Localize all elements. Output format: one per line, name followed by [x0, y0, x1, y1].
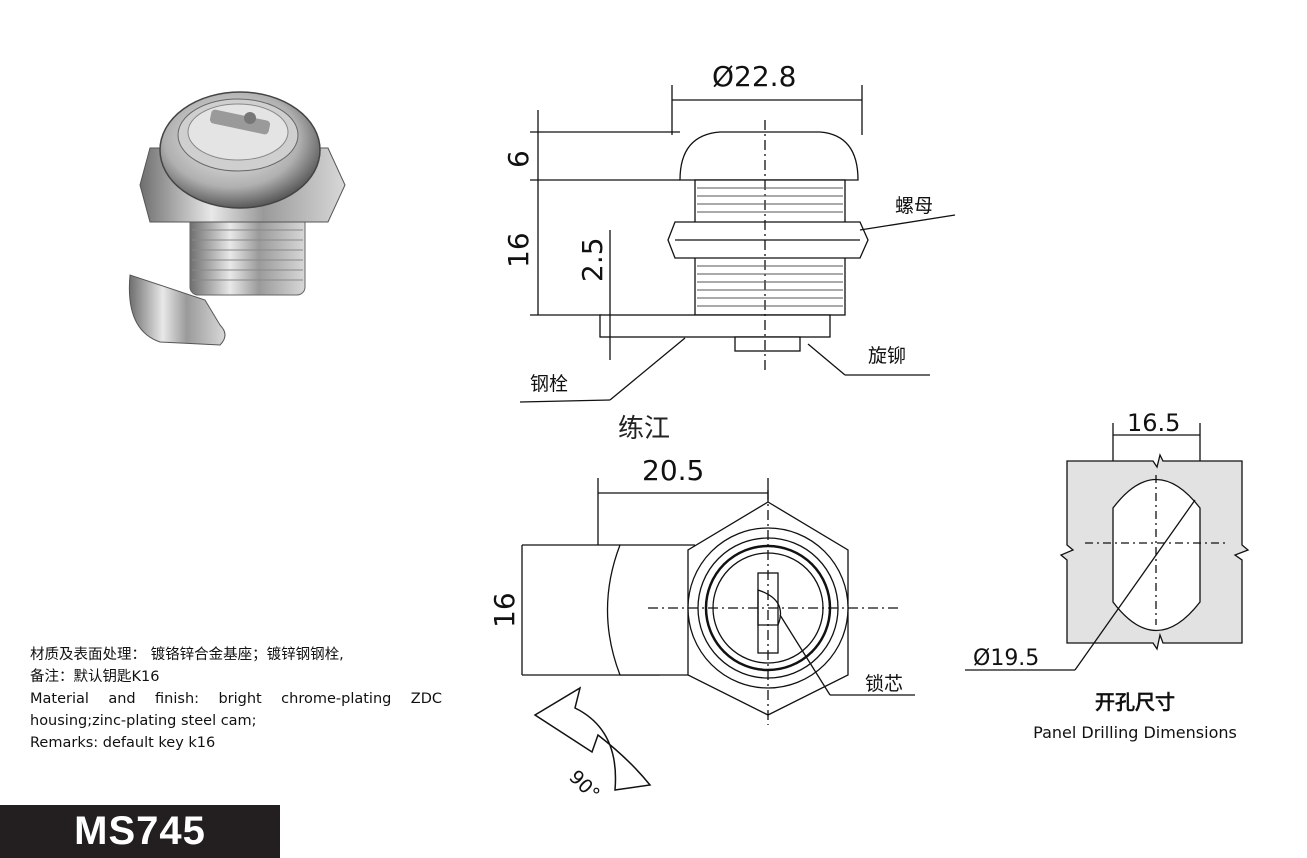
panel-caption-en: Panel Drilling Dimensions — [1033, 723, 1237, 742]
front-width-dim: 20.5 — [642, 454, 704, 487]
panel-caption-cn: 开孔尺寸 — [1095, 690, 1175, 714]
front-view-drawing: 20.5 16 锁芯 90° — [488, 454, 915, 805]
cam-label: 钢栓 — [530, 373, 568, 395]
side-view-drawing: Ø22.8 6 16 2.5 螺母 旋铆 钢栓 — [502, 60, 956, 403]
cam-offset-dim: 2.5 — [576, 237, 609, 282]
body-height-dim: 16 — [502, 232, 535, 268]
hole-diameter-dim: Ø19.5 — [973, 646, 1039, 671]
spec-cn-line1: 材质及表面处理： 镀铬锌合金基座；镀锌钢钢栓, — [30, 647, 344, 663]
product-photo — [128, 91, 346, 346]
spec-en-line1: Material and finish: bright chrome-plati… — [30, 691, 442, 707]
spec-en-line2: housing;zinc-plating steel cam; — [30, 713, 257, 729]
front-height-dim: 16 — [488, 592, 521, 628]
slot-width-dim: 16.5 — [1127, 409, 1180, 437]
spec-cn-line2: 备注：默认钥匙K16 — [30, 669, 160, 685]
nut-label: 螺母 — [895, 195, 933, 217]
diameter-dim: Ø22.8 — [712, 60, 796, 93]
rotation-label: 90° — [564, 766, 603, 805]
panel-caption: 开孔尺寸 Panel Drilling Dimensions — [1000, 686, 1307, 742]
rivet-label: 旋铆 — [868, 345, 906, 367]
cap-height-dim: 6 — [502, 150, 535, 168]
panel-drilling-drawing: 16.5 Ø19.5 — [965, 409, 1250, 671]
spec-en-line3: Remarks: default key k16 — [30, 735, 216, 751]
model-number: MS745 — [0, 805, 280, 858]
core-label: 锁芯 — [865, 673, 903, 695]
spec-block: 材质及表面处理： 镀铬锌合金基座；镀锌钢钢栓, 备注：默认钥匙K16 Mater… — [30, 644, 442, 754]
note-text: 练江 — [618, 414, 671, 444]
